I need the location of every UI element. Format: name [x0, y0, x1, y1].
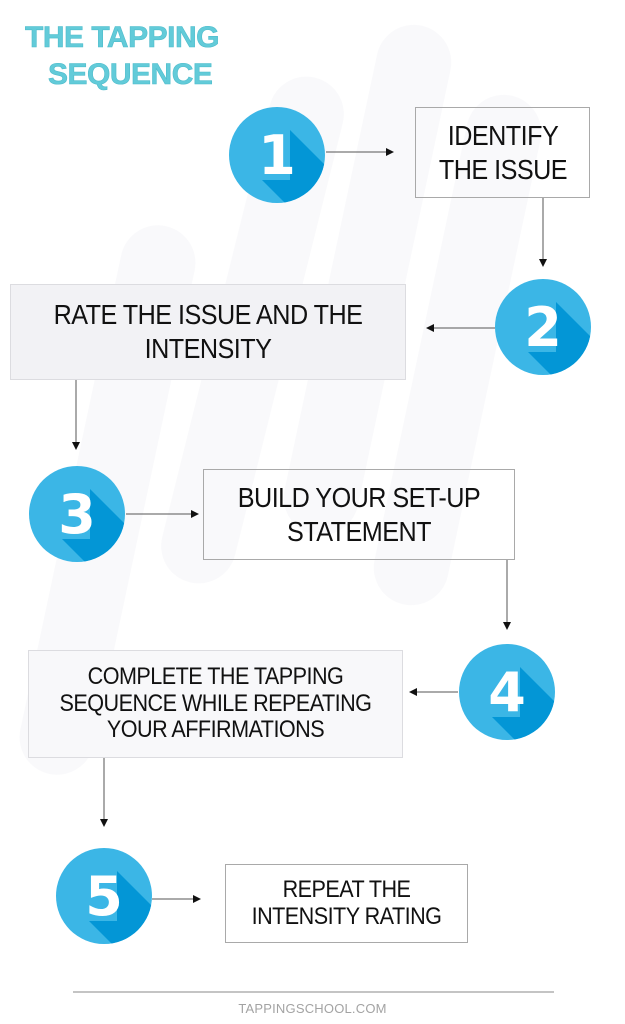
- circle-icon: [229, 107, 325, 203]
- step-4-badge: 4: [458, 643, 556, 741]
- step-number: 1: [258, 123, 296, 187]
- step-4-text: COMPLETE THE TAPPING SEQUENCE WHILE REPE…: [59, 662, 372, 744]
- step-2-text: RATE THE ISSUE AND THE INTENSITY: [53, 299, 363, 364]
- step-2-badge: 2: [494, 278, 592, 376]
- step-1-box: IDENTIFY THE ISSUE: [415, 107, 590, 198]
- step-number: 2: [524, 295, 562, 359]
- step-3-badge: 3: [28, 465, 126, 563]
- step-2-box: RATE THE ISSUE AND THE INTENSITY: [10, 284, 406, 380]
- step-1-text: IDENTIFY THE ISSUE: [438, 119, 567, 185]
- step-number: 3: [58, 482, 96, 546]
- circle-icon: [459, 644, 555, 740]
- step-number: 5: [85, 864, 123, 928]
- circle-icon: [29, 466, 125, 562]
- title-line-1: THE TAPPING: [25, 21, 220, 55]
- step-5-text: REPEAT THE INTENSITY RATING: [251, 875, 442, 930]
- step-3-box: BUILD YOUR SET-UP STATEMENT: [203, 469, 515, 560]
- step-1-badge: 1: [228, 106, 326, 204]
- footer-divider: [73, 991, 554, 993]
- footer-site: TAPPINGSCHOOL.COM: [238, 1001, 387, 1016]
- title-line-2: SEQUENCE: [48, 58, 213, 92]
- step-3-text: BUILD YOUR SET-UP STATEMENT: [237, 481, 481, 547]
- step-number: 4: [488, 660, 526, 724]
- circle-icon: [495, 279, 591, 375]
- step-4-box: COMPLETE THE TAPPING SEQUENCE WHILE REPE…: [28, 650, 403, 758]
- step-5-box: REPEAT THE INTENSITY RATING: [225, 864, 468, 943]
- step-5-badge: 5: [55, 847, 153, 945]
- circle-icon: [56, 848, 152, 944]
